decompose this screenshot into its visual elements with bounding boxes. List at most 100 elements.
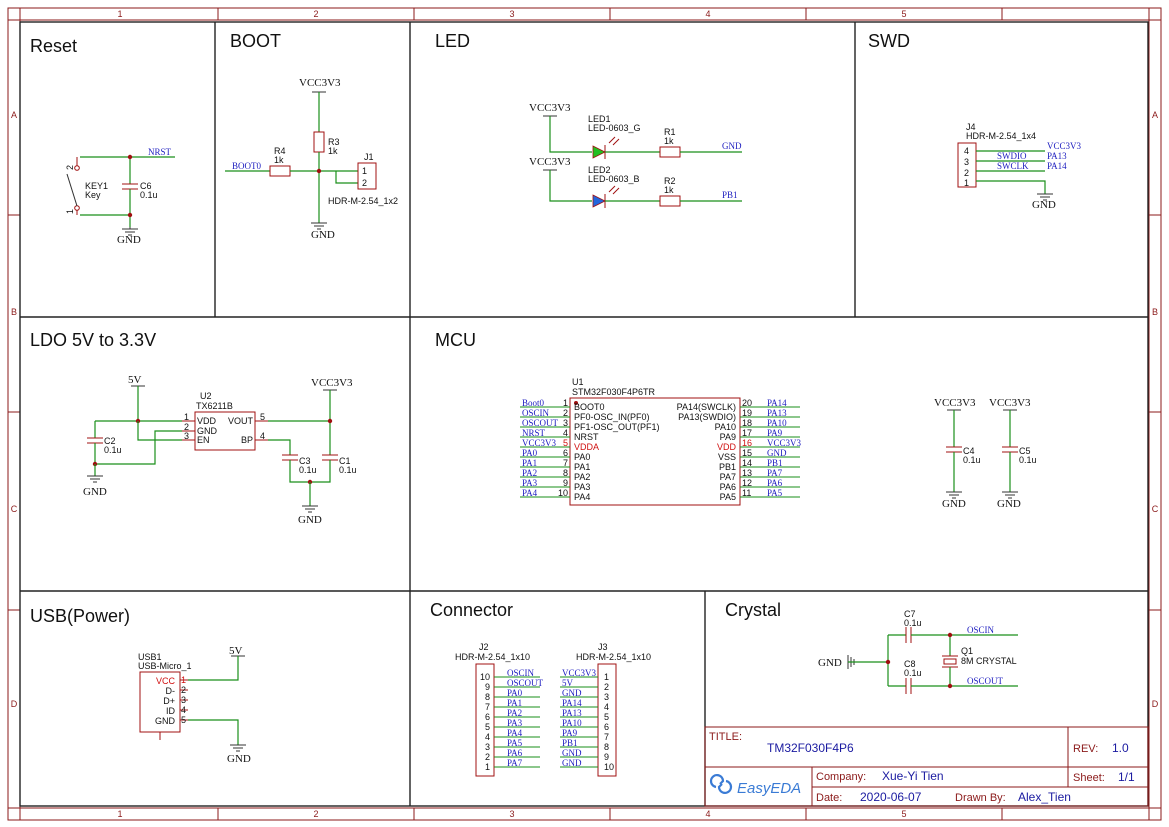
mcu-right-pin-name: PA9	[720, 432, 736, 442]
gnd-label: GND	[117, 234, 141, 246]
u2-pin-num: 1	[184, 412, 189, 422]
u2-pin-name: BP	[241, 435, 253, 445]
mcu-left-net: OSCIN	[522, 408, 550, 418]
u2-pin-name: GND	[197, 426, 218, 436]
j2-pin-num: 5	[485, 722, 490, 732]
date-value: 2020-06-07	[860, 790, 922, 804]
j2-net: PA4	[507, 728, 523, 738]
mcu-left-pin-num: 2	[563, 408, 568, 418]
ldo-circuit	[87, 385, 338, 513]
c1-ref: C1	[339, 456, 351, 466]
j3-net: GND	[562, 688, 582, 698]
company-label: Company:	[816, 771, 866, 783]
j3-pin-num: 8	[604, 742, 609, 752]
j2-pin-num: 8	[485, 692, 490, 702]
j3-pin-num: 7	[604, 732, 609, 742]
mcu-left-net: PA0	[522, 448, 538, 458]
grid-row-label: D	[11, 699, 18, 709]
mcu-left-pin-num: 10	[558, 488, 568, 498]
mcu-left-pin-name: NRST	[574, 432, 599, 442]
j2-net: PA3	[507, 718, 523, 728]
mcu-left-pin-name: PA2	[574, 472, 590, 482]
j1-pin-1: 1	[362, 166, 367, 176]
j1-pin-2: 2	[362, 178, 367, 188]
j2-net: PA2	[507, 708, 522, 718]
mcu-right-pin-name: VDD	[717, 442, 737, 452]
c6-ref: C6	[140, 181, 152, 191]
mcu-right-pin-name: PB1	[719, 462, 736, 472]
j4-pin: 2	[964, 168, 969, 178]
usb-pin-num: 5	[181, 715, 186, 725]
mcu-symbol	[569, 397, 741, 506]
mcu-right-pin-num: 13	[742, 468, 752, 478]
mcu-right-pin-name: PA6	[720, 482, 736, 492]
r1-value: 1k	[664, 136, 674, 146]
net-label-oscout: OSCOUT	[967, 676, 1004, 686]
mcu-left-net: VCC3V3	[522, 438, 557, 448]
net-label-pa14: PA14	[1047, 161, 1067, 171]
mcu-left-pin-name: PF1-OSC_OUT(PF1)	[574, 422, 660, 432]
j3-ref: J3	[598, 642, 608, 652]
mcu-right-pin-num: 19	[742, 408, 752, 418]
mcu-right-pin-num: 15	[742, 448, 752, 458]
net-label-pb1: PB1	[722, 190, 738, 200]
grid-col-label: 3	[509, 9, 514, 19]
j3-pin-num: 2	[604, 682, 609, 692]
mcu-right-net: PA5	[767, 488, 783, 498]
section-boxes	[19, 21, 1149, 807]
j4-ref: J4	[966, 122, 976, 132]
rev-value: 1.0	[1112, 741, 1129, 755]
mcu-left-net: OSCOUT	[522, 418, 559, 428]
c7-value: 0.1u	[904, 618, 922, 628]
j1-ref: J1	[364, 152, 374, 162]
grid-col-label: 1	[117, 809, 122, 819]
r2-value: 1k	[664, 185, 674, 195]
mcu-gnd-label-1: GND	[942, 498, 966, 510]
mcu-left-pin-name: BOOT0	[574, 402, 605, 412]
grid-row-label: A	[1152, 110, 1158, 120]
r3-value: 1k	[328, 146, 338, 156]
boot-vcc-label: VCC3V3	[299, 77, 341, 89]
j3-net: PB1	[562, 738, 578, 748]
j3-value: HDR-M-2.54_1x10	[576, 652, 651, 662]
mcu-decoupling	[946, 409, 1018, 499]
usb-pin-name: VCC	[156, 676, 176, 686]
drawn-label: Drawn By:	[955, 792, 1006, 804]
mcu-left-pin-name: PA3	[574, 482, 590, 492]
grid-col-label: 4	[705, 809, 710, 819]
mcu-left-pin-num: 8	[563, 468, 568, 478]
mcu-right-net: VCC3V3	[767, 438, 802, 448]
mcu-right-pin-num: 16	[742, 438, 752, 448]
u2-pin-name: VDD	[197, 416, 217, 426]
mcu-right-pin-num: 18	[742, 418, 752, 428]
c5-ref: C5	[1019, 446, 1031, 456]
grid-col-label: 2	[313, 9, 318, 19]
net-label-swdio: SWDIO	[997, 151, 1027, 161]
mcu-right-net: PA6	[767, 478, 783, 488]
swd-circuit	[957, 142, 1053, 201]
c4-value: 0.1u	[963, 455, 981, 465]
j2-ref: J2	[479, 642, 489, 652]
grid-row-label: B	[11, 307, 17, 317]
reset-pin-1: 1	[65, 209, 75, 214]
rev-label: REV:	[1073, 743, 1098, 755]
j2-net: PA0	[507, 688, 523, 698]
mcu-left-pin-num: 5	[563, 438, 568, 448]
j2-pin-num: 2	[485, 752, 490, 762]
u1-value: STM32F030F4P6TR	[572, 387, 656, 397]
mcu-right-pin-name: PA5	[720, 492, 736, 502]
j3-pin-num: 10	[604, 762, 614, 772]
c7-ref: C7	[904, 609, 916, 619]
net-label-pa13: PA13	[1047, 151, 1067, 161]
usb-pin-name: D-	[166, 686, 176, 696]
grid-col-label: 2	[313, 809, 318, 819]
mcu-right-net: PA9	[767, 428, 783, 438]
led-vcc-label-2: VCC3V3	[529, 156, 571, 168]
u2-value: TX6211B	[196, 401, 233, 411]
u2-pin-num: 3	[184, 431, 189, 441]
u2-pin-num: 5	[260, 412, 265, 422]
r3-ref: R3	[328, 137, 340, 147]
usb-pin-name: GND	[155, 716, 176, 726]
